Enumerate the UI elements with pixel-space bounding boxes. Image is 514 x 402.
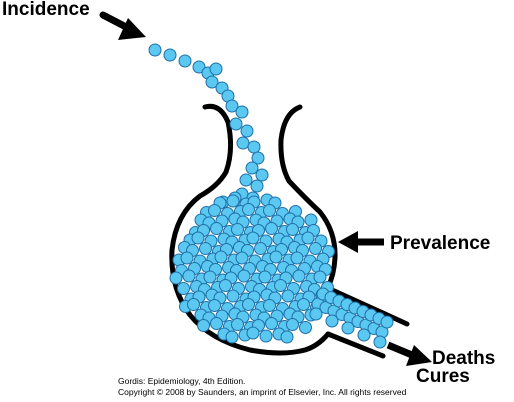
population-ball	[250, 179, 264, 193]
population-ball	[237, 269, 251, 283]
population-ball	[240, 124, 254, 138]
population-ball	[313, 270, 327, 284]
population-ball	[299, 321, 312, 334]
population-ball	[246, 326, 260, 340]
population-ball	[245, 161, 259, 175]
population-ball	[259, 329, 273, 343]
population-ball	[226, 194, 240, 208]
flask-outline	[169, 103, 410, 359]
population-ball	[182, 269, 196, 283]
flask-right-wall	[278, 104, 338, 290]
population-ball	[265, 317, 278, 330]
population-ball	[205, 75, 219, 89]
population-ball	[231, 223, 244, 236]
population-ball	[281, 289, 295, 303]
population-ball	[197, 319, 210, 332]
population-ball	[191, 231, 205, 245]
population-ball	[199, 242, 212, 255]
population-ball	[208, 204, 221, 217]
population-ball	[297, 298, 310, 311]
population-ball	[187, 298, 200, 311]
population-ball	[255, 168, 269, 182]
population-ball	[229, 117, 243, 131]
population-ball	[178, 54, 192, 68]
population-ball	[280, 330, 294, 344]
incidence-label: Incidence	[2, 0, 90, 20]
population-ball	[341, 321, 355, 335]
population-ball	[309, 242, 322, 255]
population-ball	[269, 250, 283, 264]
population-ball	[148, 43, 162, 57]
population-ball	[304, 213, 318, 227]
population-ball	[251, 151, 265, 165]
population-ball	[239, 173, 253, 187]
population-ball	[263, 299, 276, 312]
cures-label: Cures	[416, 366, 470, 387]
population-ball	[225, 99, 239, 113]
population-ball	[258, 270, 272, 284]
population-ball	[265, 222, 278, 235]
population-ball	[292, 269, 306, 283]
population-balls	[148, 43, 394, 349]
source-credit: Gordis: Epidemiology, 4th Edition.	[118, 376, 246, 386]
copyright-notice: Copyright © 2008 by Saunders, an imprint…	[118, 387, 407, 397]
population-ball	[242, 203, 255, 216]
population-ball	[210, 317, 223, 330]
population-ball	[231, 318, 244, 331]
population-ball	[236, 136, 250, 150]
population-ball	[203, 270, 217, 284]
population-ball	[219, 279, 232, 292]
population-ball	[246, 231, 260, 245]
population-ball	[309, 307, 323, 321]
population-ball	[214, 250, 228, 264]
population-ball	[357, 328, 371, 342]
population-ball	[235, 251, 249, 265]
population-ball	[177, 282, 190, 295]
population-ball	[226, 289, 240, 303]
population-ball	[274, 279, 287, 292]
population-ball	[225, 330, 239, 344]
population-ball	[254, 242, 267, 255]
outlet-upper-wall	[327, 286, 410, 327]
population-ball	[325, 314, 339, 328]
population-ball	[286, 318, 299, 331]
population-ball	[209, 62, 223, 76]
population-ball	[192, 60, 206, 74]
outflow-arrow	[386, 341, 432, 366]
population-ball	[208, 299, 221, 312]
prevalence-arrow	[338, 231, 384, 253]
prevalence-label: Prevalence	[390, 233, 490, 254]
population-ball	[380, 315, 394, 329]
population-ball	[263, 204, 276, 217]
population-ball	[163, 48, 177, 62]
population-ball	[301, 231, 315, 245]
population-ball	[180, 251, 194, 265]
deaths-label: Deaths	[432, 348, 495, 369]
outlet-lower-wall	[325, 331, 386, 359]
population-ball	[169, 271, 183, 285]
population-ball	[235, 105, 249, 119]
incidence-arrow	[99, 11, 146, 40]
population-ball	[373, 335, 387, 349]
population-ball	[247, 140, 261, 154]
population-ball	[290, 251, 304, 265]
flask-left-wall	[169, 103, 331, 356]
population-ball	[210, 222, 223, 235]
population-ball	[286, 223, 299, 236]
population-ball	[242, 298, 255, 311]
